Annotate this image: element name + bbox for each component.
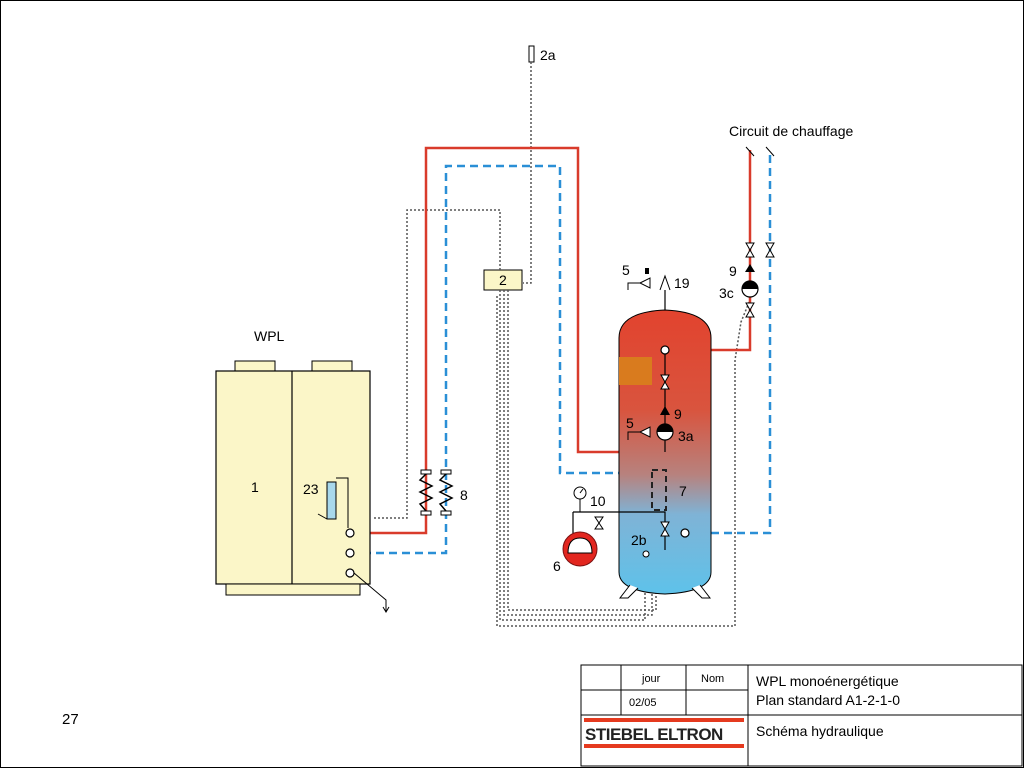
page-number: 27 <box>62 711 79 728</box>
label-wpl: WPL <box>254 328 285 344</box>
valve-icon <box>745 242 775 318</box>
connection-drain <box>345 568 355 578</box>
label-5-top: 5 <box>622 262 630 278</box>
expansion-vessel-line <box>573 511 666 522</box>
label-7: 7 <box>679 483 687 499</box>
col-name: Nom <box>701 673 724 685</box>
sensor-2a-cable <box>523 62 532 284</box>
date-cell: 02/05 <box>629 697 657 709</box>
valve-icon <box>594 516 604 530</box>
label-23: 23 <box>303 481 319 497</box>
flexible-hose-icon <box>418 469 454 516</box>
label-10: 10 <box>590 493 606 509</box>
subtitle: Schéma hydraulique <box>756 723 884 739</box>
label-2b: 2b <box>631 532 647 548</box>
heat-exchanger-7 <box>651 469 667 511</box>
label-9-tank: 9 <box>674 406 682 422</box>
return-line-hp <box>350 164 660 555</box>
safety-valve-5-icon <box>638 277 651 289</box>
flow-line-hp <box>350 146 645 535</box>
title-block <box>580 664 1023 767</box>
title-line-1: WPL monoénergétique <box>756 673 899 689</box>
label-6: 6 <box>553 558 561 574</box>
label-2a: 2a <box>540 47 556 63</box>
title-line-2: Plan standard A1-2-1-0 <box>756 692 900 708</box>
valve-icon <box>660 374 670 537</box>
drain-line <box>353 572 387 612</box>
label-19: 19 <box>674 275 690 291</box>
connection-return <box>345 548 355 558</box>
label-controller: 2 <box>499 272 507 288</box>
label-3c: 3c <box>719 285 734 301</box>
heating-return-line <box>685 150 772 535</box>
brand-logo: STIEBEL ELTRON <box>585 725 723 744</box>
col-day: jour <box>641 673 661 685</box>
sensor-2a-icon <box>528 45 535 63</box>
label-3a: 3a <box>678 428 694 444</box>
controller-box <box>483 269 523 291</box>
label-heating-circuit: Circuit de chauffage <box>729 123 853 139</box>
air-vent-19-icon <box>659 274 671 291</box>
label-5-tank: 5 <box>626 415 634 431</box>
label-9-right: 9 <box>729 263 737 279</box>
check-valve-icon <box>745 264 755 272</box>
check-valve-icon <box>660 406 670 415</box>
label-8: 8 <box>460 487 468 503</box>
label-unit-1: 1 <box>251 479 259 495</box>
safety-valve-tank-icon <box>638 426 651 438</box>
connection-flow <box>345 528 355 538</box>
thermometer-23-icon <box>326 481 337 520</box>
